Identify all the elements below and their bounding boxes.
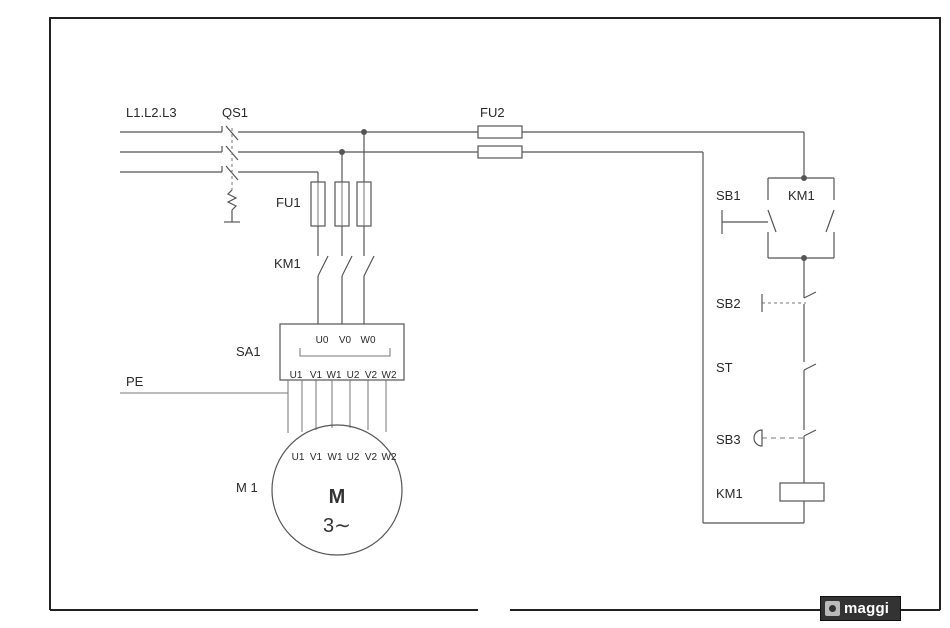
maggi-logo-icon [825, 601, 840, 616]
label-fu2: FU2 [480, 105, 505, 120]
qs1-isolator [222, 126, 240, 222]
label-motor-terminal-2: V1 [310, 452, 323, 463]
label-sa1-out-1: U1 [290, 370, 303, 381]
label-motor-terminal-1: U1 [292, 452, 305, 463]
label-sa1-out-4: U2 [347, 370, 360, 381]
fu1-fuses [311, 132, 371, 226]
label-sa1-v0: V0 [339, 335, 352, 346]
label-motor-terminal-5: V2 [365, 452, 378, 463]
label-sa1-w0: W0 [361, 335, 376, 346]
fu2-fuses [478, 126, 522, 158]
label-motor-letter: M [329, 486, 346, 508]
label-motor-terminal-4: U2 [347, 452, 360, 463]
supply-lines [120, 132, 222, 172]
label-km1-hold: KM1 [788, 188, 815, 203]
label-motor-id: M 1 [236, 480, 258, 495]
label-motor-type: 3∼ [323, 515, 351, 537]
label-pe: PE [126, 374, 144, 389]
label-sa1-u0: U0 [316, 335, 329, 346]
label-sa1-out-5: V2 [365, 370, 378, 381]
label-sa1-out-3: W1 [327, 370, 342, 381]
logo-text: maggi [844, 600, 889, 617]
km1-main-contacts [318, 226, 374, 324]
label-sa1: SA1 [236, 344, 261, 359]
label-km1-coil: KM1 [716, 486, 743, 501]
label-sb3: SB3 [716, 432, 741, 447]
pe-line [120, 393, 288, 433]
label-sa1-out-2: V1 [310, 370, 323, 381]
label-sb2: SB2 [716, 296, 741, 311]
label-sa1-out-6: W2 [382, 370, 397, 381]
label-supply-lines: L1.L2.L3 [126, 105, 177, 120]
label-st: ST [716, 360, 733, 375]
control-circuit [722, 178, 834, 523]
label-motor-terminal-3: W1 [328, 452, 343, 463]
label-motor-terminal-6: W2 [382, 452, 397, 463]
label-fu1: FU1 [276, 195, 301, 210]
maggi-logo: maggi [820, 596, 901, 621]
label-qs1: QS1 [222, 105, 248, 120]
label-km1-main: KM1 [274, 256, 301, 271]
label-sb1: SB1 [716, 188, 741, 203]
